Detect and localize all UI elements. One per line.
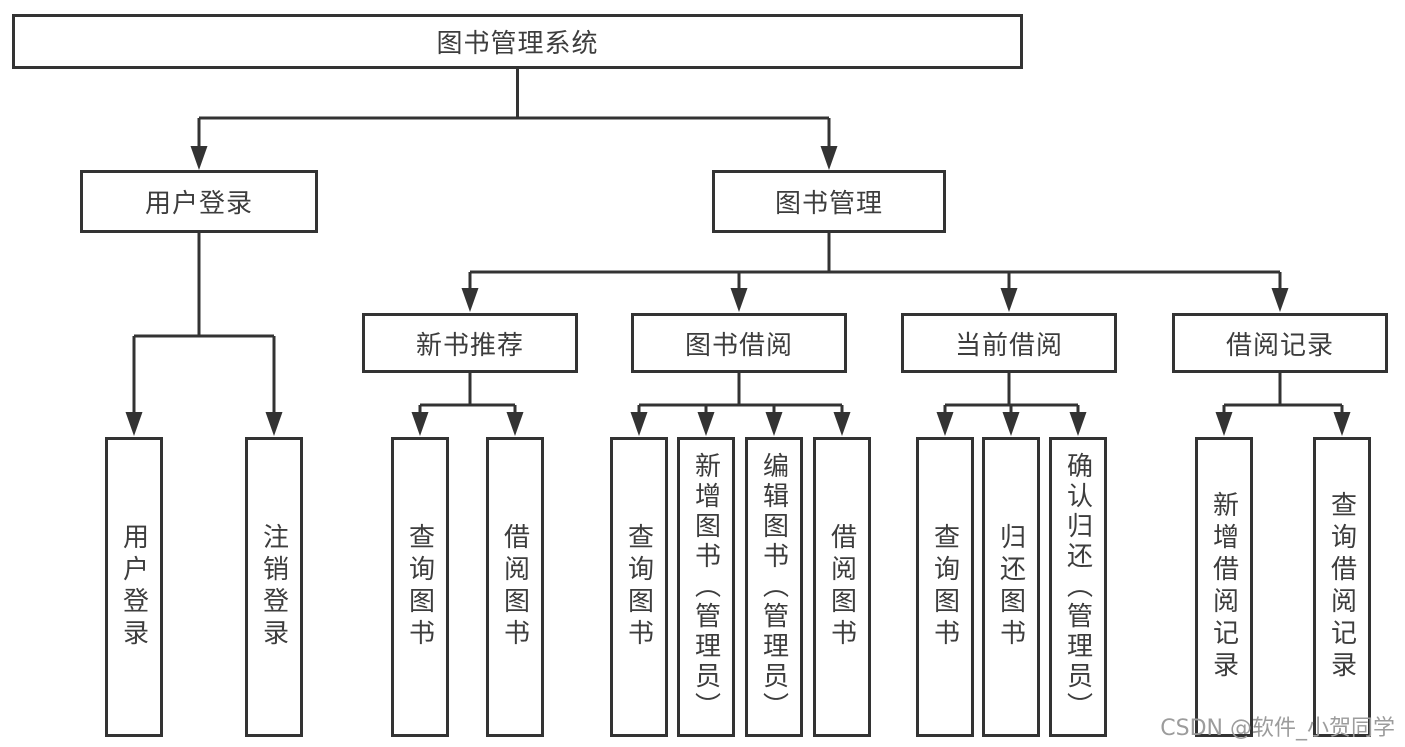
node-borrowing-records: 借阅记录 [1172,313,1388,373]
node-current-borrowing: 当前借阅 [901,313,1117,373]
node-user-login: 用户登录 [80,170,318,233]
leaf-borrowing-edit-books: 编辑图书（管理员） [745,437,803,737]
leaf-recommend-query-books: 查询图书 [391,437,449,737]
connector-current-to-leaves [936,371,1087,436]
leaf-user-login: 用户登录 [105,437,163,737]
connector-book-management-to-level3 [461,231,1289,312]
leaf-current-confirm-return: 确认归还（管理员） [1049,437,1107,737]
connector-root-to-level2 [190,67,838,170]
leaf-current-query-books: 查询图书 [916,437,974,737]
leaf-recommend-borrow-books: 借阅图书 [486,437,544,737]
node-book-borrowing: 图书借阅 [631,313,847,373]
node-new-book-recommend: 新书推荐 [362,313,578,373]
connector-user-login-to-leaves [125,231,283,436]
connector-borrowing-to-leaves [630,371,851,436]
leaf-borrowing-borrow-books: 借阅图书 [813,437,871,737]
leaf-borrowing-query-books: 查询图书 [610,437,668,737]
node-book-management: 图书管理 [712,170,946,233]
leaf-records-add-record: 新增借阅记录 [1195,437,1253,737]
leaf-logout: 注销登录 [245,437,303,737]
leaf-borrowing-add-books: 新增图书（管理员） [677,437,735,737]
leaf-current-return-books: 归还图书 [982,437,1040,737]
watermark: CSDN @软件_小贺同学 [1160,716,1395,741]
node-root: 图书管理系统 [12,14,1023,69]
leaf-records-query-record: 查询借阅记录 [1313,437,1371,737]
connector-recommend-to-leaves [411,371,524,436]
connector-records-to-leaves [1215,371,1351,436]
